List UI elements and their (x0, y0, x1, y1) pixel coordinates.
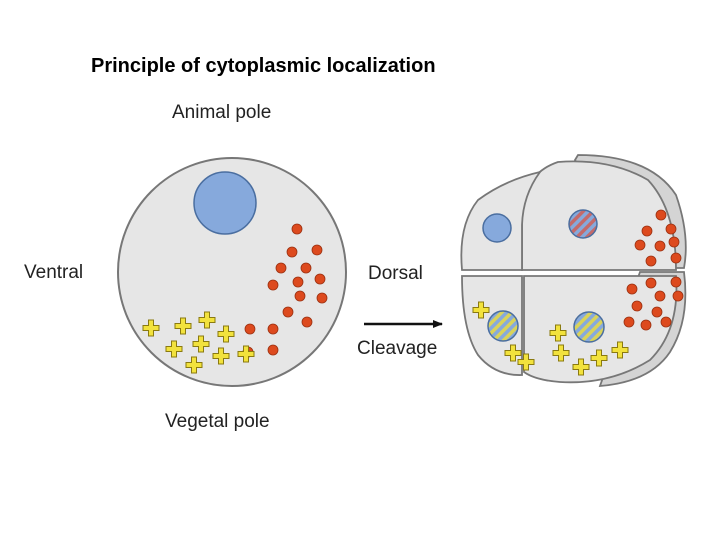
red-dot (651, 306, 663, 318)
red-dot (660, 316, 672, 328)
egg-dorsal-determinants (242, 223, 328, 358)
red-dot (244, 323, 256, 335)
embryo-nucleus-yellow-striped (487, 310, 519, 342)
red-dot (267, 323, 279, 335)
red-dot (623, 316, 635, 328)
red-dot (291, 223, 303, 235)
red-dot (654, 290, 666, 302)
red-dot (316, 292, 328, 304)
ventral-label: Ventral (24, 262, 84, 283)
embryo-nucleus-yellow-striped (573, 311, 605, 343)
red-dot (294, 290, 306, 302)
red-dot (670, 276, 682, 288)
red-dot (645, 277, 657, 289)
embryo-dorsal-determinants (623, 209, 684, 331)
red-dot (275, 262, 287, 274)
red-dot (668, 236, 680, 248)
red-dot (626, 283, 638, 295)
red-dot (655, 209, 667, 221)
red-dot (286, 246, 298, 258)
red-dot (300, 262, 312, 274)
embryo-nucleus-plain (482, 213, 512, 243)
egg-nucleus (193, 171, 257, 235)
red-dot (301, 316, 313, 328)
embryo-nucleus-red-striped (568, 209, 598, 239)
red-dot (631, 300, 643, 312)
red-dot (311, 244, 323, 256)
red-dot (314, 273, 326, 285)
red-dot (665, 223, 677, 235)
red-dot (267, 279, 279, 291)
red-dot (634, 239, 646, 251)
embryo (460, 154, 687, 388)
egg-cell (117, 157, 347, 387)
animal-pole-label: Animal pole (172, 102, 272, 123)
red-dot (670, 252, 682, 264)
red-dot (641, 225, 653, 237)
red-dot (282, 306, 294, 318)
dorsal-label: Dorsal (368, 263, 423, 284)
red-dot (654, 240, 666, 252)
cleavage-label: Cleavage (357, 338, 438, 359)
red-dot (267, 344, 279, 356)
red-dot (645, 255, 657, 267)
red-dot (640, 319, 652, 331)
vegetal-pole-label: Vegetal pole (165, 411, 270, 432)
red-dot (672, 290, 684, 302)
slide-title: Principle of cytoplasmic localization (91, 55, 436, 77)
red-dot (292, 276, 304, 288)
